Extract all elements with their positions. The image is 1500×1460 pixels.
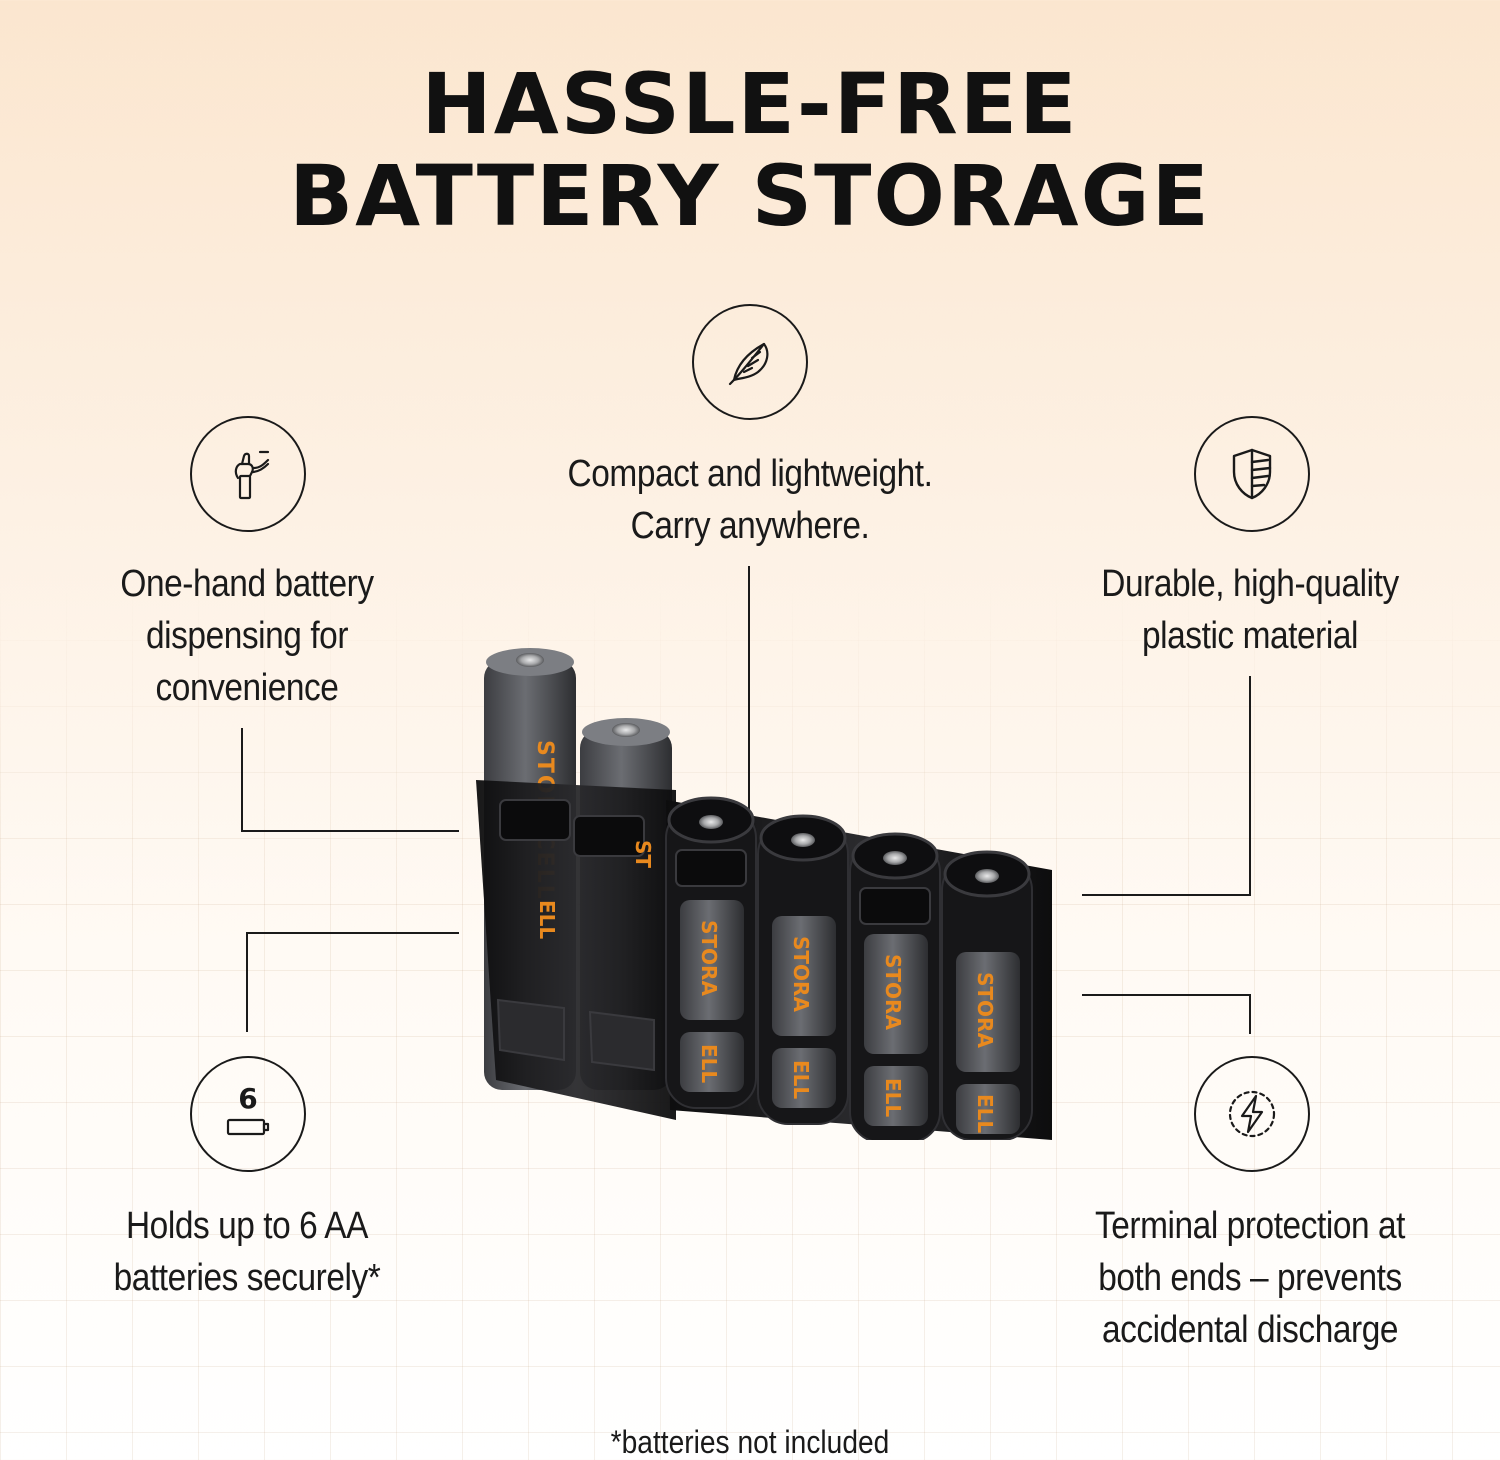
- feature-terminal-line-2: both ends – prevents: [1098, 1257, 1402, 1299]
- svg-text:ELL: ELL: [697, 1044, 721, 1083]
- feature-compact-line-2: Carry anywhere.: [630, 505, 870, 547]
- battery-holder-product: STORACELL: [476, 648, 1052, 1140]
- title-line-1: HASSLE-FREE: [421, 55, 1079, 153]
- connector-compact: [748, 566, 750, 852]
- feature-durable-line-2: plastic material: [1142, 615, 1358, 657]
- feature-one-hand-line-3: convenience: [155, 667, 339, 709]
- svg-text:ELL: ELL: [535, 900, 559, 939]
- storage-case: STORA STORA STORA STORA ELL ELL ELL ELL …: [476, 780, 1052, 1140]
- svg-text:STORA: STORA: [881, 954, 905, 1030]
- feature-one-hand-line-1: One-hand battery: [120, 563, 374, 605]
- title-line-2: BATTERY STORAGE: [289, 147, 1211, 245]
- connector-terminal-vertical: [1249, 994, 1251, 1034]
- connector-holds-vertical: [246, 932, 248, 1032]
- connector-durable-vertical: [1249, 676, 1251, 896]
- svg-text:ST: ST: [631, 840, 655, 868]
- feature-holds-line-2: batteries securely*: [113, 1257, 381, 1299]
- lightning-icon: [1194, 1056, 1310, 1172]
- feature-terminal-line-1: Terminal protection at: [1094, 1205, 1406, 1247]
- page-title: HASSLE-FREE BATTERY STORAGE: [0, 58, 1500, 242]
- feature-holds-text: Holds up to 6 AA batteries securely*: [71, 1200, 423, 1304]
- feather-icon: [692, 304, 808, 420]
- feature-compact-line-1: Compact and lightweight.: [567, 453, 933, 495]
- connector-durable-horizontal: [1082, 894, 1251, 896]
- feature-terminal-text: Terminal protection at both ends – preve…: [1056, 1200, 1443, 1356]
- feature-one-hand-line-2: dispensing for: [145, 615, 349, 657]
- svg-text:STORA: STORA: [697, 920, 721, 996]
- footnote: *batteries not included: [610, 1424, 890, 1460]
- svg-text:ELL: ELL: [789, 1060, 813, 1099]
- hand-dispense-icon: [190, 416, 306, 532]
- svg-text:ELL: ELL: [881, 1078, 905, 1117]
- feature-one-hand-text: One-hand battery dispensing for convenie…: [71, 558, 423, 714]
- svg-text:ELL: ELL: [973, 1094, 997, 1133]
- connector-terminal-horizontal: [1082, 994, 1251, 996]
- connector-one-hand-horizontal: [241, 830, 459, 832]
- battery-count-icon: 6: [190, 1056, 306, 1172]
- shield-icon: [1194, 416, 1310, 532]
- feature-terminal-line-3: accidental discharge: [1101, 1309, 1399, 1351]
- connector-one-hand-vertical: [241, 728, 243, 832]
- feature-durable-text: Durable, high-quality plastic material: [1074, 558, 1426, 662]
- connector-holds-horizontal: [246, 932, 459, 934]
- feature-durable-line-1: Durable, high-quality: [1101, 563, 1399, 605]
- feature-holds-line-1: Holds up to 6 AA: [125, 1205, 369, 1247]
- feature-compact-text: Compact and lightweight. Carry anywhere.: [486, 448, 1014, 552]
- svg-text:STORA: STORA: [789, 936, 813, 1012]
- svg-text:STORA: STORA: [973, 972, 997, 1048]
- battery-count-badge: 6: [238, 1082, 257, 1115]
